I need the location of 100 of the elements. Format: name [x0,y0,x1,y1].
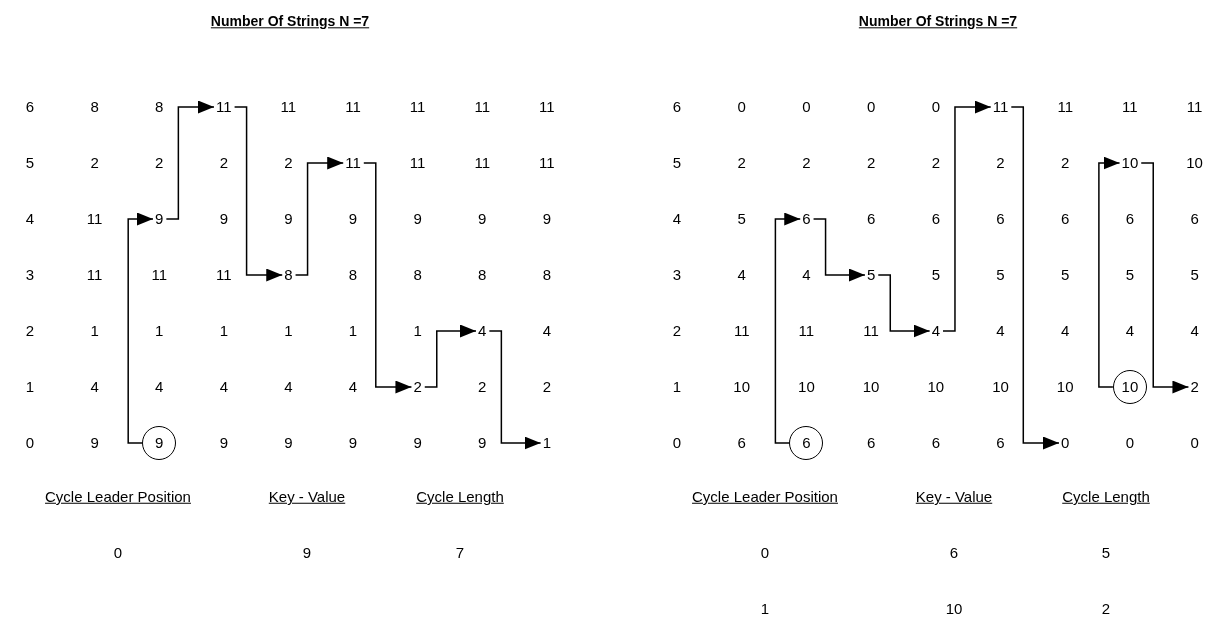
cell-value: 11 [216,266,232,284]
arrow [774,212,801,444]
result-value: 0 [760,544,770,562]
arrow [877,274,931,338]
cell-value: 11 [1186,98,1203,116]
cell-value: 11 [474,98,490,116]
cell-value: 11 [798,322,815,340]
arrow [165,100,215,220]
cell-value: 4 [542,322,551,340]
cell-value: 1 [348,322,358,340]
arrow [1140,162,1190,394]
cell-value: 6 [931,210,940,228]
panel-title: Number Of Strings N =7 [210,14,370,30]
cell-value: 11 [1057,98,1073,116]
cell-value: 11 [1122,98,1138,116]
cell-value: 9 [348,434,358,452]
cell-value: 11 [86,266,103,284]
cell-value: 9 [90,434,99,452]
cell-value: 5 [996,266,1005,284]
result-value: 5 [1101,544,1111,562]
arrow [488,330,542,450]
arrow [812,218,866,282]
row-key: 4 [672,210,682,228]
cell-value: 5 [866,266,876,284]
cell-value: 10 [1056,378,1074,396]
cell-value: 9 [413,210,422,228]
row-key: 0 [25,434,35,452]
row-key: 6 [25,98,35,116]
cell-value: 6 [1190,210,1199,228]
cell-value: 0 [1125,434,1135,452]
column-header: Cycle Length [416,488,504,506]
cell-value: 1 [542,434,551,452]
cell-value: 8 [542,266,551,284]
cell-value: 5 [1061,266,1070,284]
result-value: 9 [302,544,312,562]
cell-value: 8 [90,98,99,116]
arrow [294,156,344,276]
result-value: 7 [455,544,465,562]
cell-value: 4 [155,378,164,396]
cell-value: 2 [155,154,164,172]
row-key: 2 [672,322,682,340]
cell-value: 2 [866,154,876,172]
cell-value: 0 [1061,434,1070,452]
column-header: Cycle Length [1062,488,1150,506]
column-header: Cycle Leader Position [45,488,191,506]
cell-value: 9 [478,210,487,228]
cell-value: 0 [866,98,876,116]
cell-value: 1 [90,322,99,340]
panel-title: Number Of Strings N =7 [858,14,1018,30]
cell-value: 6 [996,434,1005,452]
cell-value: 2 [802,154,811,172]
column-header: Key - Value [268,488,346,506]
row-key: 3 [672,266,682,284]
row-key: 5 [25,154,35,172]
cell-value: 1 [413,322,422,340]
cell-value: 8 [413,266,422,284]
cell-value: 10 [1186,154,1203,172]
arrow [942,100,992,332]
cell-value: 11 [151,266,167,284]
cell-value: 10 [1121,154,1139,172]
cell-value: 2 [1190,378,1199,396]
cell-value: 4 [90,378,99,396]
cell-value: 9 [413,434,422,452]
cell-value: 10 [862,378,880,396]
cell-value: 6 [866,210,876,228]
cell-value: 8 [478,266,487,284]
cell-value: 5 [1125,266,1135,284]
cell-value: 4 [931,322,940,340]
cell-value: 11 [409,98,426,116]
cell-value: 2 [413,378,422,396]
cell-value: 2 [219,154,228,172]
cell-value: 4 [284,378,293,396]
cell-value: 1 [155,322,164,340]
row-key: 3 [25,266,35,284]
arrow [1098,156,1121,388]
cell-value: 9 [284,210,293,228]
cell-value: 4 [1061,322,1070,340]
cell-value: 6 [1125,210,1135,228]
cell-value: 9 [478,434,487,452]
cell-value: 11 [345,98,361,116]
cell-value: 11 [345,154,361,172]
cell-value: 4 [802,266,811,284]
cell-value: 11 [86,210,103,228]
cell-value: 0 [737,98,746,116]
cell-value: 8 [284,266,293,284]
row-key: 0 [672,434,682,452]
row-key: 1 [25,378,35,396]
column-header: Cycle Leader Position [692,488,838,506]
cell-value: 6 [866,434,876,452]
cell-value: 11 [409,154,426,172]
cell-value: 9 [155,210,164,228]
cell-value: 0 [931,98,940,116]
cell-value: 4 [478,322,487,340]
cell-value: 9 [542,210,551,228]
cell-value: 5 [737,210,746,228]
cell-value: 2 [90,154,99,172]
arrow [233,106,283,282]
cell-value: 5 [1190,266,1199,284]
cell-value: 2 [542,378,551,396]
row-key: 4 [25,210,35,228]
